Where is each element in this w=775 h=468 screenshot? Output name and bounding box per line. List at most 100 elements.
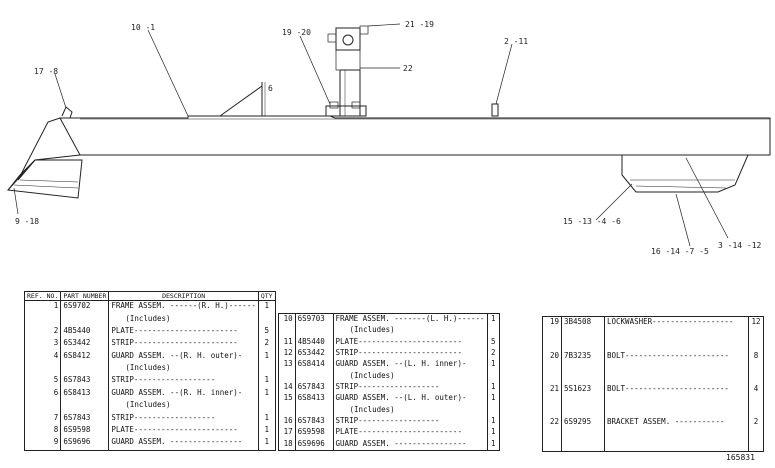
table-row: (Includes) — [24, 313, 276, 326]
description-cell: STRIP----------------------- — [333, 348, 488, 360]
filler-cell — [333, 449, 488, 451]
qty-cell: 2 — [264, 338, 269, 348]
frame-beam — [59, 115, 771, 156]
description-cell: GUARD ASSEM. --(L. H. inner)- — [333, 359, 488, 371]
ref-no-cell — [24, 363, 62, 376]
part-number-cell — [295, 404, 334, 416]
filler-cell — [749, 450, 764, 452]
qty-cell: 1 — [264, 387, 269, 397]
ref-no-cell: 16 — [278, 415, 296, 428]
filler-cell — [108, 449, 259, 451]
qty-cell: 1 — [264, 425, 269, 435]
description-cell: STRIP------------------ — [108, 375, 259, 388]
filler-cell — [487, 450, 499, 451]
filler-cell — [542, 449, 562, 452]
description-cell: FRAME ASSEM. -------(L. H.)------ — [333, 313, 488, 326]
callout-19-20: 19 -20 — [282, 28, 311, 37]
table-row: (Includes) — [24, 363, 276, 376]
ref-no-cell: 4 — [24, 350, 62, 364]
ref-no-cell: 3 — [24, 338, 62, 351]
ref-no-cell: 11 — [278, 336, 296, 349]
qty-cell: 5 — [491, 336, 496, 346]
callout-2-11: 2 -11 — [504, 37, 528, 46]
description-cell: (Includes) — [333, 370, 488, 382]
qty-cell: 12 — [751, 317, 761, 326]
qty-cell: 1 — [491, 415, 496, 425]
qty-cell — [258, 314, 275, 326]
qty-cell: 4 — [753, 383, 759, 393]
figure-number: 165831 — [726, 453, 755, 462]
description-cell: (Includes) — [108, 313, 259, 326]
description-cell: PLATE----------------------- — [333, 336, 488, 349]
ref-no-cell: 8 — [24, 425, 62, 438]
callout-16: 16 -14 -7 -5 — [651, 247, 709, 256]
part-number-cell: 4B5440 — [60, 325, 110, 339]
description-cell: BOLT----------------------- — [604, 383, 749, 417]
table-row: (Includes) — [278, 370, 500, 382]
description-cell: STRIP----------------------- — [108, 338, 259, 351]
description-cell: GUARD ASSEM. --(L. H. outer)- — [333, 393, 488, 405]
ref-no-cell: 13 — [278, 359, 296, 371]
ref-no-cell — [24, 313, 62, 326]
ref-no-cell: 19 — [542, 316, 562, 352]
qty-cell — [487, 405, 499, 416]
frame-assembly-drawing: 10 -1 19 -20 21 -19 2 -11 17 -8 22 6 9 -… — [6, 20, 771, 256]
callout-17-8: 17 -8 — [34, 67, 58, 76]
description-cell: GUARD ASSEM. ---------------- — [333, 438, 488, 450]
part-number-cell — [60, 313, 110, 326]
part-number-cell: 6S8413 — [60, 387, 110, 401]
part-number-cell: 6S3442 — [295, 348, 334, 360]
part-number-cell: 6S9703 — [295, 313, 334, 326]
qty-cell: 1 — [491, 438, 496, 448]
part-number-cell: 6S8412 — [60, 350, 110, 364]
ref-no-cell — [278, 370, 296, 382]
qty-cell: 8 — [753, 351, 759, 361]
qty-cell: 2 — [491, 348, 496, 358]
filler-cell — [60, 449, 110, 451]
ref-no-cell — [24, 400, 62, 413]
ref-no-cell: 5 — [24, 375, 62, 388]
description-cell: PLATE----------------------- — [108, 425, 259, 438]
part-number-cell: 6S8414 — [295, 359, 334, 371]
part-number-cell: 3B4508 — [561, 316, 605, 352]
ref-no-cell: 10 — [278, 313, 296, 326]
frame-left-end — [17, 117, 81, 181]
qty-cell — [258, 400, 275, 412]
ref-no-cell — [278, 325, 296, 337]
qty-cell: 1 — [264, 350, 269, 360]
ref-no-cell: 15 — [278, 393, 296, 405]
ref-no-cell: 12 — [278, 348, 296, 360]
table-row: (Includes) — [24, 400, 276, 413]
description-cell: STRIP------------------ — [108, 412, 259, 426]
part-number-cell: 6S9702 — [60, 300, 110, 314]
part-number-cell: 6S7843 — [60, 412, 110, 426]
table-filler-row — [24, 449, 276, 451]
bracket-upright — [339, 69, 361, 117]
part-number-cell: 5S1623 — [561, 383, 605, 417]
part-number-cell: 7B3235 — [561, 351, 605, 384]
ref-no-cell: 7 — [24, 412, 62, 426]
description-cell: BOLT----------------------- — [604, 351, 749, 384]
table-row: (Includes) — [278, 404, 500, 416]
part-number-cell: 6S9598 — [295, 427, 334, 439]
description-cell: (Includes) — [108, 363, 259, 376]
bolt — [491, 103, 499, 117]
ref-no-cell: 1 — [24, 300, 62, 314]
part-number-cell: 4B5440 — [295, 336, 334, 349]
part-number-cell — [60, 363, 110, 376]
ref-no-cell: 2 — [24, 325, 62, 339]
